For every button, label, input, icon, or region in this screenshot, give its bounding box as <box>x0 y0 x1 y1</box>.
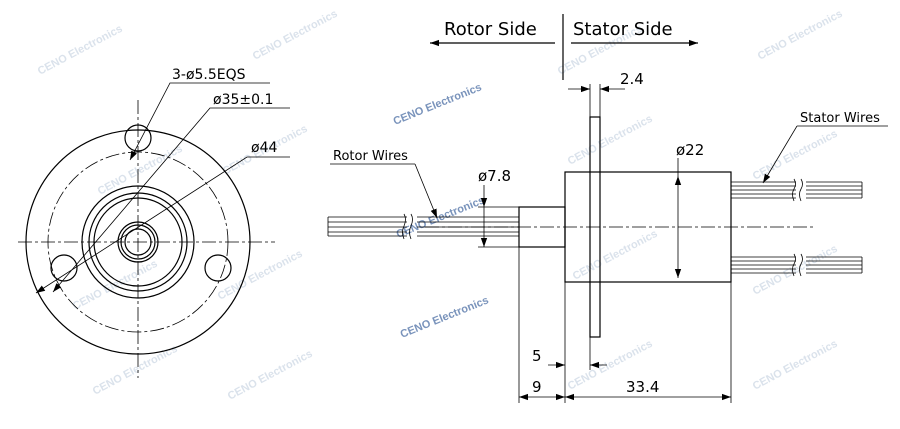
stator-wires-lower <box>731 253 863 277</box>
watermark: CENO Electronics <box>395 194 487 240</box>
bolt-circle <box>47 151 229 333</box>
stator-wires-label: Stator Wires <box>800 111 880 126</box>
side-view: Rotor Side Stator Side <box>327 14 888 403</box>
flange-dia-dimension-label: ø44 <box>251 140 277 156</box>
shaft-dia-label: ø7.8 <box>478 167 511 185</box>
stator-side-label: Stator Side <box>573 19 673 40</box>
watermark: CENO Electronics <box>36 23 125 78</box>
mount-hole-top <box>124 124 152 152</box>
watermark: CENO Electronics <box>751 243 840 298</box>
shaft-bore <box>124 228 152 256</box>
watermark: CENO Electronics <box>751 338 840 393</box>
watermark: CENO Electronics <box>756 8 845 63</box>
dim-9-label: 9 <box>532 378 542 396</box>
body-outline <box>81 185 195 299</box>
holes-leader <box>129 82 270 161</box>
watermark: CENO Electronics <box>392 81 484 127</box>
body-ring-inner <box>93 197 183 287</box>
mount-hole-right <box>204 254 232 282</box>
flange-plate <box>589 116 601 338</box>
pcd-leader <box>52 107 290 293</box>
flange-outline <box>25 129 251 355</box>
shaft-outline <box>117 221 159 263</box>
watermark: CENO Electronics <box>399 294 491 340</box>
watermark: CENO Electronics <box>571 228 660 283</box>
rotor-wires-leader <box>414 163 438 219</box>
flange-dia-leader <box>35 156 290 294</box>
watermark-group: CENO Electronics CENO Electronics CENO E… <box>36 8 845 403</box>
watermark: CENO Electronics <box>751 128 840 183</box>
shaft-ring <box>120 224 156 260</box>
mount-hole-left <box>50 254 78 282</box>
stator-wires-leader <box>762 125 798 184</box>
dim-5-label: 5 <box>532 347 542 365</box>
holes-dimension-label: 3-ø5.5EQS <box>172 67 246 83</box>
dim-33-4-label: 33.4 <box>626 378 659 396</box>
rotor-wires-label: Rotor Wires <box>333 149 408 164</box>
pcd-dimension-label: ø35±0.1 <box>213 92 273 108</box>
watermark: CENO Electronics <box>566 113 655 168</box>
flange-thickness-label: 2.4 <box>620 70 644 88</box>
body-dia-label: ø22 <box>676 141 704 159</box>
watermark: CENO Electronics <box>91 343 180 398</box>
front-view: 3-ø5.5EQS ø35±0.1 ø44 <box>18 67 290 378</box>
rotor-side-label: Rotor Side <box>444 19 537 40</box>
watermark: CENO Electronics <box>251 8 340 63</box>
body-ring <box>88 192 188 292</box>
stator-wires-upper <box>731 178 863 202</box>
watermark: CENO Electronics <box>226 348 315 403</box>
